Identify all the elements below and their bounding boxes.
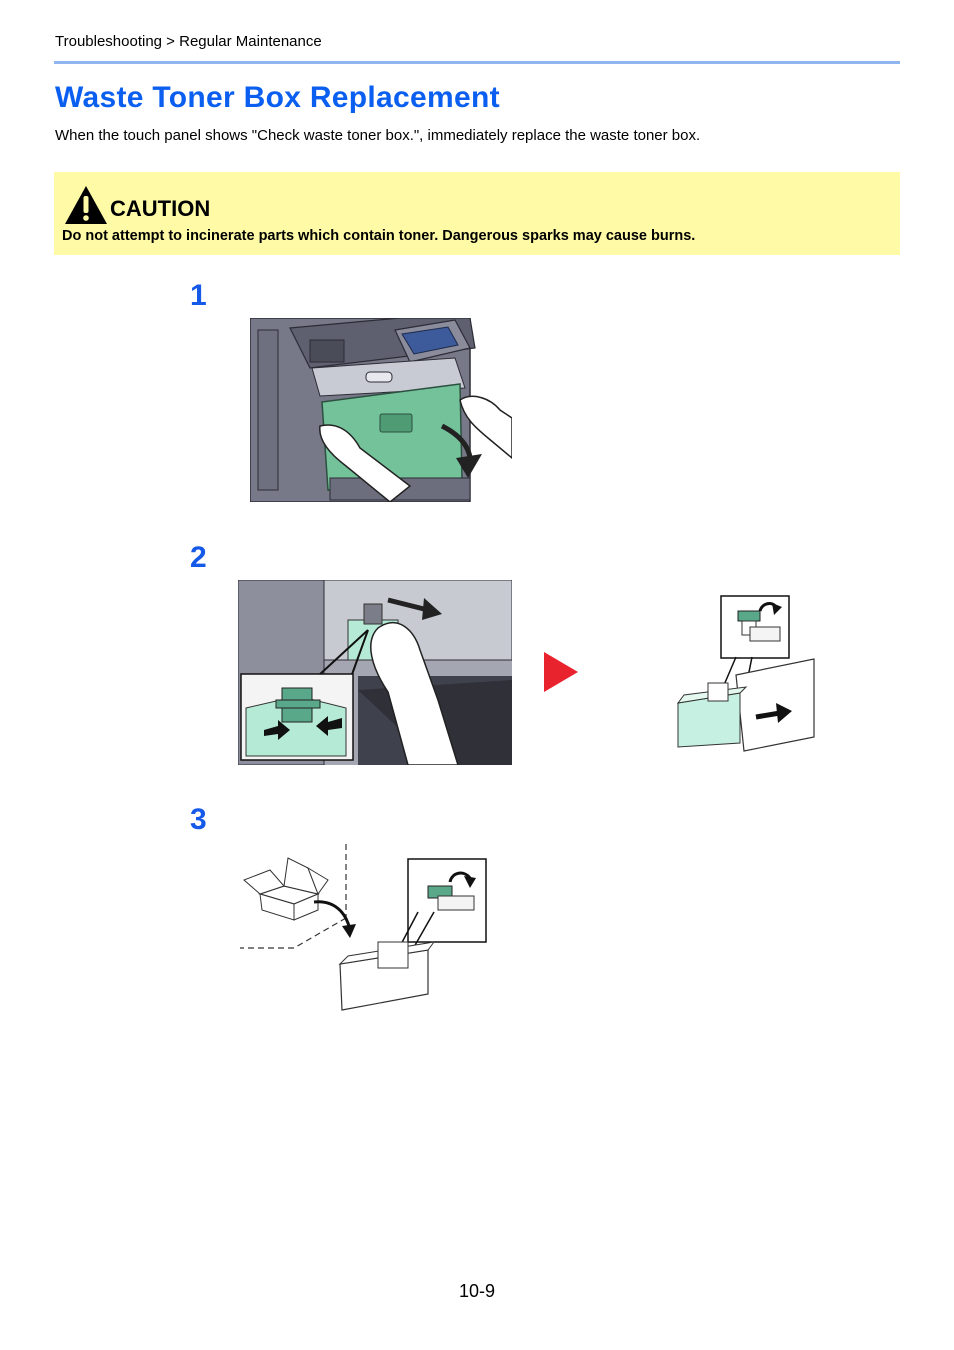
caution-label: CAUTION [110, 196, 211, 221]
caution-text: Do not attempt to incinerate parts which… [62, 228, 696, 244]
warning-triangle-icon [65, 186, 107, 224]
next-arrow-icon [544, 652, 578, 692]
step-2-illustration-left [238, 580, 512, 765]
step-2-number: 2 [190, 541, 207, 574]
page-number: 10-9 [459, 1281, 496, 1301]
intro-text: When the touch panel shows "Check waste … [55, 127, 701, 144]
breadcrumb: Troubleshooting > Regular Maintenance [55, 33, 322, 50]
step-3-number: 3 [190, 803, 207, 836]
page-title: Waste Toner Box Replacement [55, 81, 500, 114]
step-2-illustration-right [676, 595, 815, 752]
header-rule [54, 61, 900, 64]
step-3-illustration [240, 844, 487, 1011]
caution-box: CAUTION Do not attempt to incinerate par… [54, 172, 900, 255]
step-1-illustration [250, 318, 512, 502]
step-1-number: 1 [190, 279, 207, 312]
